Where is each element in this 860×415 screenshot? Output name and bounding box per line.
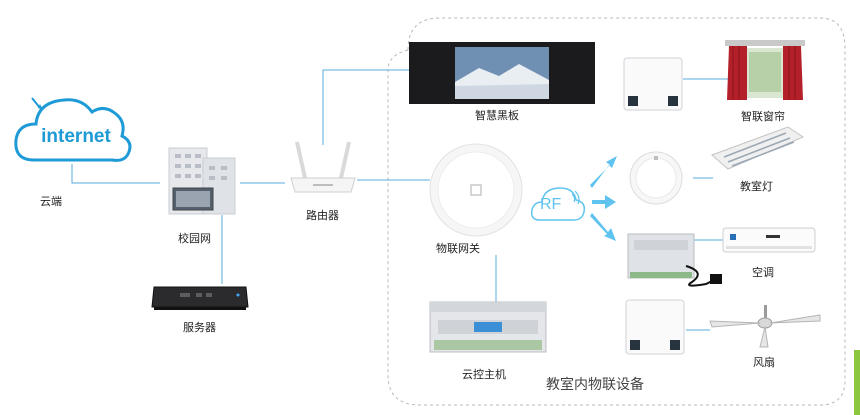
cloud-logo-text: internet <box>41 126 111 147</box>
cloud-icon <box>14 97 132 162</box>
cloud-label: 云端 <box>40 195 62 208</box>
classroom-region-label: 教室内物联设备 <box>546 377 644 393</box>
rf-text: RF <box>540 196 562 213</box>
rf-cloud-icon <box>530 187 586 221</box>
ceiling-fan-icon <box>709 305 821 348</box>
link-cloud-campus <box>71 164 160 184</box>
gateway-node <box>428 142 524 238</box>
board-label: 智慧黑板 <box>475 109 519 122</box>
air-conditioner-icon <box>722 227 816 253</box>
router-icon <box>290 141 356 193</box>
server-icon <box>151 286 249 310</box>
server-label: 服务器 <box>183 321 216 334</box>
ac-module-icon <box>627 233 722 287</box>
link-router-board <box>322 69 410 145</box>
rf-arrow-right <box>592 195 616 209</box>
edge-accent-bar <box>854 350 860 415</box>
rf-node: RF <box>528 180 588 226</box>
light-label: 教室灯 <box>740 180 773 193</box>
controller-node <box>428 300 548 354</box>
rf-arrows <box>590 156 617 241</box>
campus-label: 校园网 <box>178 232 211 245</box>
ac-label: 空调 <box>752 266 774 279</box>
curtain-label: 智联窗帘 <box>741 110 785 123</box>
rf-arrow-up <box>590 156 617 188</box>
server-node <box>150 283 250 313</box>
ceiling-sensor-icon <box>629 151 683 205</box>
light-node <box>710 125 805 173</box>
router-node <box>285 140 360 200</box>
board-node <box>409 42 595 104</box>
fan-control-box-icon <box>625 299 685 355</box>
ac-controller-node <box>626 226 726 288</box>
gateway-label: 物联网关 <box>436 242 480 255</box>
controller-icon <box>429 301 547 353</box>
curtain-icon <box>725 40 805 100</box>
router-label: 路由器 <box>306 209 339 222</box>
controller-label: 云控主机 <box>462 368 506 381</box>
fan-node <box>708 305 823 350</box>
ac-node <box>722 226 817 256</box>
campus-node <box>163 140 241 218</box>
light-fixture-icon <box>711 126 805 170</box>
fan-controller-node <box>624 298 686 356</box>
curtain-controller-node <box>622 56 684 112</box>
building-icon <box>168 147 236 215</box>
rf-arrow-down <box>590 213 616 241</box>
control-box-icon <box>623 57 683 111</box>
blackboard-icon <box>409 42 595 104</box>
curtain-node <box>725 40 805 102</box>
light-sensor-node <box>623 150 689 206</box>
gateway-icon <box>429 143 523 237</box>
cloud-node: internet <box>12 88 132 168</box>
fan-label: 风扇 <box>753 356 775 369</box>
